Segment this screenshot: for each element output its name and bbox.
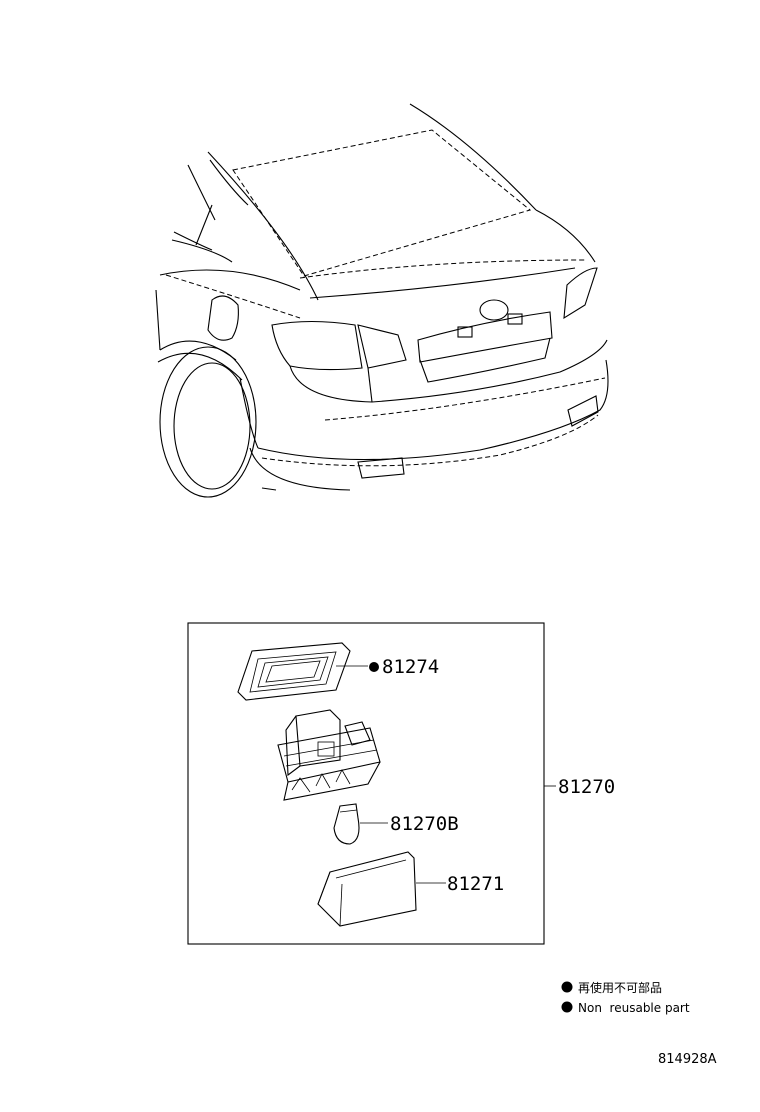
legend-jp-text: 再使用不可部品 xyxy=(578,980,662,995)
legend-dot-icon xyxy=(561,981,573,993)
non-reusable-marker xyxy=(369,662,379,672)
lens-drawing xyxy=(317,851,417,927)
gasket-drawing xyxy=(237,642,351,701)
vehicle-rear-illustration xyxy=(155,103,609,498)
part-number-assembly: 81270 xyxy=(558,776,615,798)
parts-box xyxy=(187,622,545,945)
diagram-code: 814928A xyxy=(658,1052,717,1067)
legend: 再使用不可部品 Non reusable part xyxy=(561,980,690,1015)
part-number-gasket: 81274 xyxy=(382,656,439,678)
part-number-bulb: 81270B xyxy=(390,813,459,835)
legend-en-text: Non reusable part xyxy=(578,1001,690,1015)
lamp-housing-drawing xyxy=(277,709,381,801)
bulb-drawing xyxy=(333,803,360,845)
legend-dot-icon xyxy=(561,1001,573,1013)
part-number-lens: 81271 xyxy=(447,873,504,895)
